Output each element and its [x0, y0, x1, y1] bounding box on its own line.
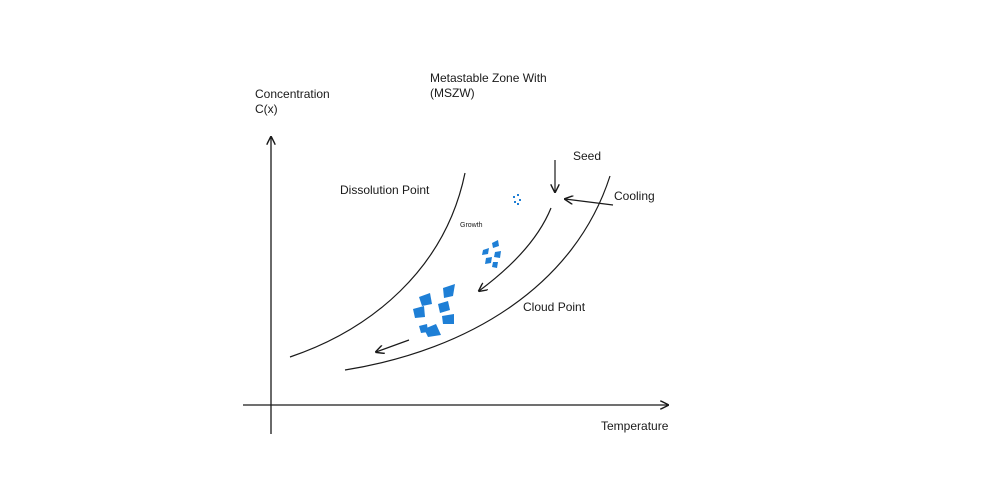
mszw-label-line1: Metastable Zone With	[430, 71, 547, 85]
cooling-path-arrow	[479, 207, 552, 291]
y-axis-label-line1: Concentration	[255, 87, 330, 101]
growth-label: Growth	[460, 222, 483, 229]
dissolution-point-label: Dissolution Point	[340, 183, 430, 197]
seed-label: Seed	[573, 149, 602, 163]
mszw-label: Metastable Zone With (MSZW)	[430, 71, 547, 101]
y-axis-label-line2: C(x)	[255, 102, 278, 116]
cloud-point-curve	[344, 175, 611, 371]
cooling-label: Cooling	[614, 189, 655, 203]
growth-crystals	[482, 240, 501, 268]
dissolution-curve	[289, 172, 466, 358]
seed-crystals	[513, 194, 521, 205]
x-axis-label: Temperature	[601, 419, 669, 433]
mszw-label-line2: (MSZW)	[430, 86, 475, 100]
cooling-arrow	[565, 199, 614, 206]
y-axis-label: Concentration C(x)	[255, 87, 330, 117]
cloud-point-label: Cloud Point	[523, 300, 586, 314]
dissolution-arrow	[376, 339, 410, 352]
large-crystals	[413, 284, 455, 337]
